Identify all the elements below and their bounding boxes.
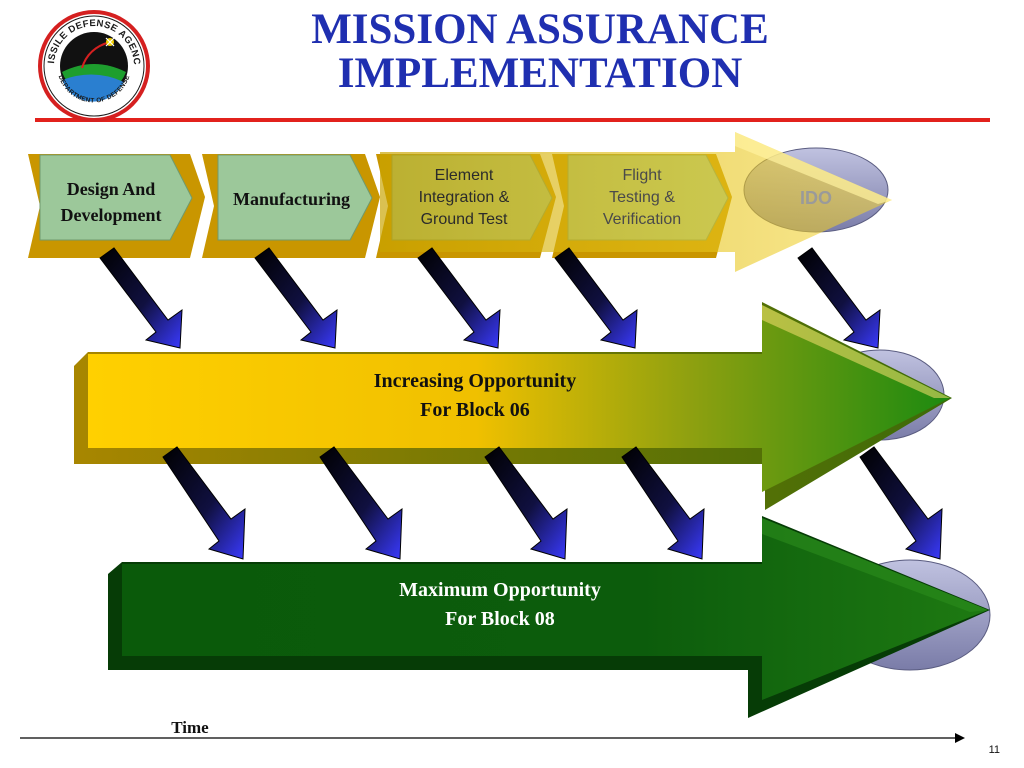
down-arrow-9 [621,446,705,560]
down-arrow-4 [554,247,638,349]
arrow-label-line: For Block 08 [445,608,555,630]
phase-label-ido: IDO [786,188,846,209]
phase-label-line: IDO [799,188,832,208]
arrow-label-line: Maximum Opportunity [399,579,601,601]
arrow-label-line: For Block 06 [420,399,530,421]
phase-chevron-manufacturing [202,154,380,258]
upper-blue-arrows [99,247,881,349]
block06-arrow-label: Increasing Opportunity For Block 06 [300,367,650,425]
phase-label-line: Verification [602,211,682,228]
phase-label-design-development: Design And Development [36,176,186,228]
block08-arrow [108,516,990,718]
slide-title: MISSION ASSURANCE IMPLEMENTATION [230,8,850,96]
time-axis [20,733,965,743]
phase-label-element-integration: Element Integration & Ground Test [398,165,530,231]
top-gold-arrow [380,132,892,272]
down-arrow-10 [859,446,943,560]
down-arrow-6 [162,446,246,560]
down-arrow-2 [254,247,338,349]
phase-label-line: Integration & [418,189,510,206]
phase-chevron-design [28,154,205,258]
title-line-1: MISSION ASSURANCE [311,6,769,53]
phase-label-line: Element [434,167,494,184]
time-axis-label: Time [171,718,209,737]
down-arrow-8 [484,446,568,560]
phase-label-line: Testing & [609,189,675,206]
arrow-label-line: Increasing Opportunity [373,370,577,392]
title-line-2: IMPLEMENTATION [337,50,743,97]
down-arrow-3 [417,247,501,349]
down-arrow-5 [797,247,881,349]
block06-arrow [74,302,952,510]
phase-label-line: Design And [66,179,156,199]
phase-label-line: Development [60,205,162,225]
phase-label-manufacturing: Manufacturing [214,187,369,211]
title-divider [35,118,990,122]
block08-arrow-label: Maximum Opportunity For Block 08 [330,576,670,634]
missile-defense-agency-seal-logo: MISSILE DEFENSE AGENCY DEPARTMENT OF DEF… [36,8,150,122]
lower-blue-arrows [162,446,943,560]
phase-label-line: Ground Test [420,211,508,228]
down-arrow-1 [99,247,183,349]
page-number: 11 [988,744,1000,756]
phase-label-line: Manufacturing [233,189,350,209]
phase-label-flight-testing: Flight Testing & Verification [578,165,706,231]
down-arrow-7 [319,446,403,560]
phase-label-line: Flight [622,167,662,184]
time-axis-arrowhead [955,733,965,743]
